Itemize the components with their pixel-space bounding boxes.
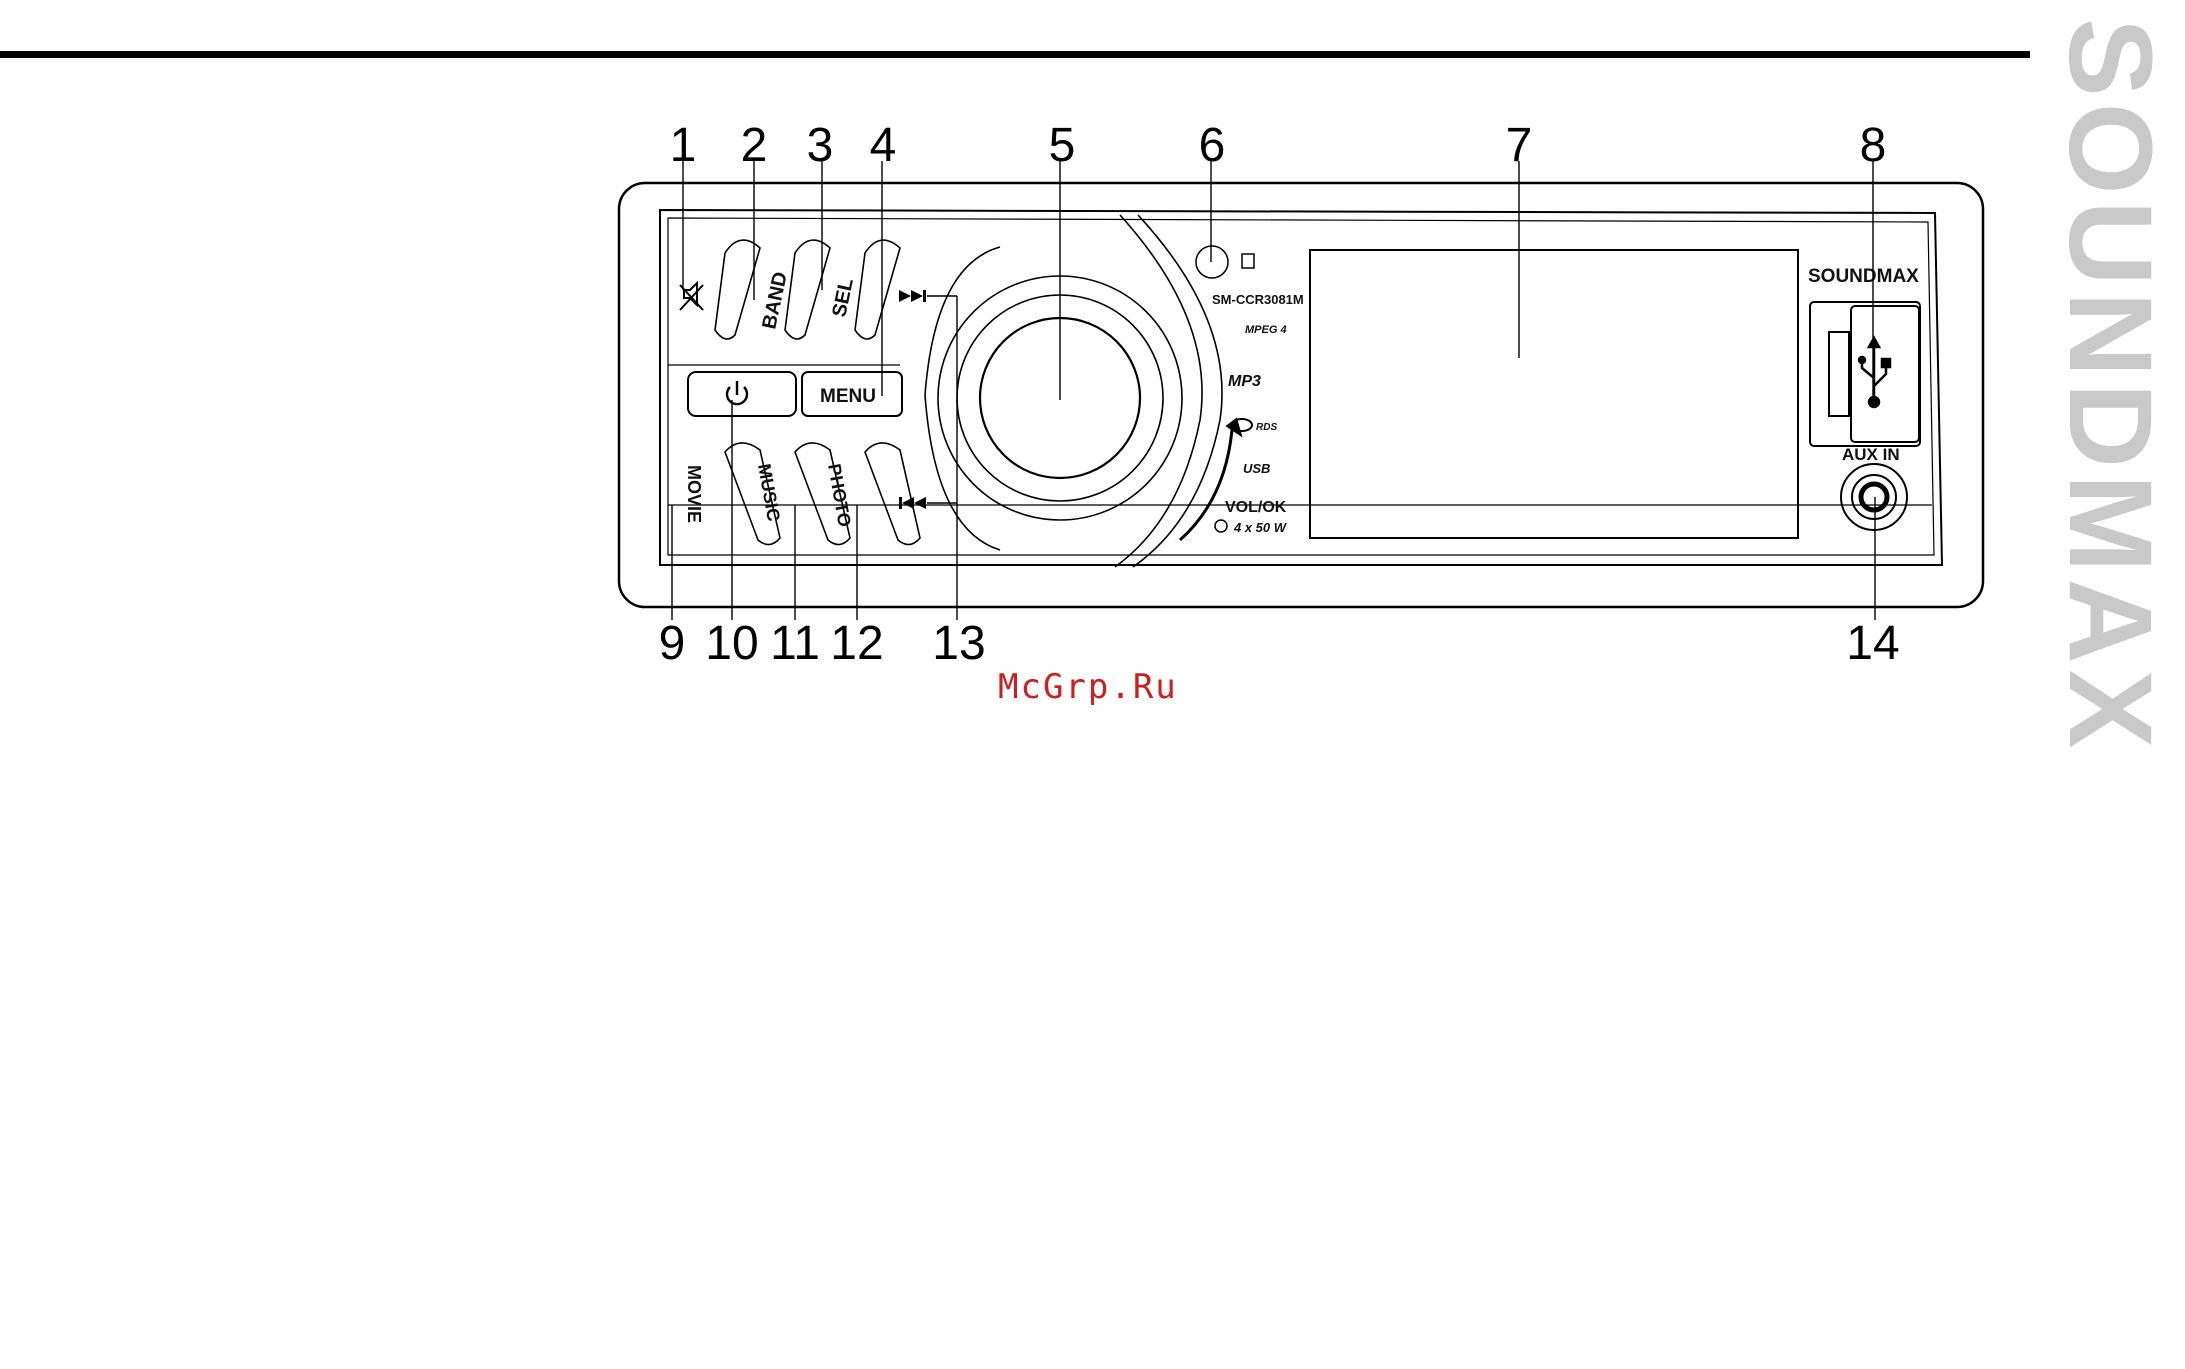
next-track-icon[interactable] (899, 290, 926, 302)
reset-hole[interactable] (1215, 520, 1227, 532)
prev-track-icon[interactable] (899, 497, 926, 509)
callout-12: 12 (830, 617, 883, 670)
movie-button[interactable]: MOVIE (684, 465, 704, 523)
callout-6: 6 (1199, 119, 1226, 172)
rds-logo: RDS (1256, 422, 1277, 433)
music-button[interactable]: MUSIC (754, 462, 784, 523)
mpeg-logo: MPEG 4 (1245, 324, 1287, 336)
watermark: McGrp.Ru (998, 667, 1178, 707)
top-rule (0, 51, 2030, 58)
usb-port[interactable] (1810, 302, 1920, 446)
upper-buttons (715, 240, 900, 339)
aux-jack[interactable] (1841, 464, 1907, 530)
side-brand: SOUNDMAX (2044, 18, 2176, 754)
power-icon (727, 381, 747, 404)
sel-button[interactable]: SEL (828, 276, 858, 319)
power-rating: 4 x 50 W (1233, 520, 1288, 535)
callout-5: 5 (1049, 119, 1076, 172)
callout-14: 14 (1846, 617, 1899, 670)
device-brand: SOUNDMAX (1808, 266, 1919, 287)
callout-10: 10 (705, 617, 758, 670)
volume-knob[interactable] (925, 215, 1222, 567)
ir-sensor-icon (1196, 246, 1254, 278)
callout-9: 9 (659, 617, 686, 670)
model-label: SM-CCR3081M (1212, 292, 1304, 307)
callout-1: 1 (670, 119, 697, 172)
menu-label: MENU (820, 386, 876, 407)
vol-label: VOL/OK (1225, 499, 1287, 516)
vol-arrow (1180, 420, 1240, 540)
callout-13: 13 (932, 617, 985, 670)
callout-3: 3 (807, 119, 834, 172)
mp3-logo: MP3 (1228, 373, 1261, 390)
callout-7: 7 (1506, 119, 1533, 172)
callout-8: 8 (1860, 119, 1887, 172)
usb-logo: USB (1243, 461, 1270, 476)
power-button[interactable] (688, 372, 796, 416)
callout-11: 11 (770, 617, 820, 670)
callout-2: 2 (741, 119, 768, 172)
menu-button[interactable]: MENU (802, 372, 902, 416)
lower-buttons (725, 443, 920, 545)
aux-label: AUX IN (1842, 445, 1900, 464)
callout-4: 4 (870, 119, 897, 172)
band-button[interactable]: BAND (758, 270, 792, 331)
usb-icon (1859, 338, 1890, 407)
photo-button[interactable]: PHOTO (824, 462, 855, 528)
display-screen (1310, 250, 1798, 538)
